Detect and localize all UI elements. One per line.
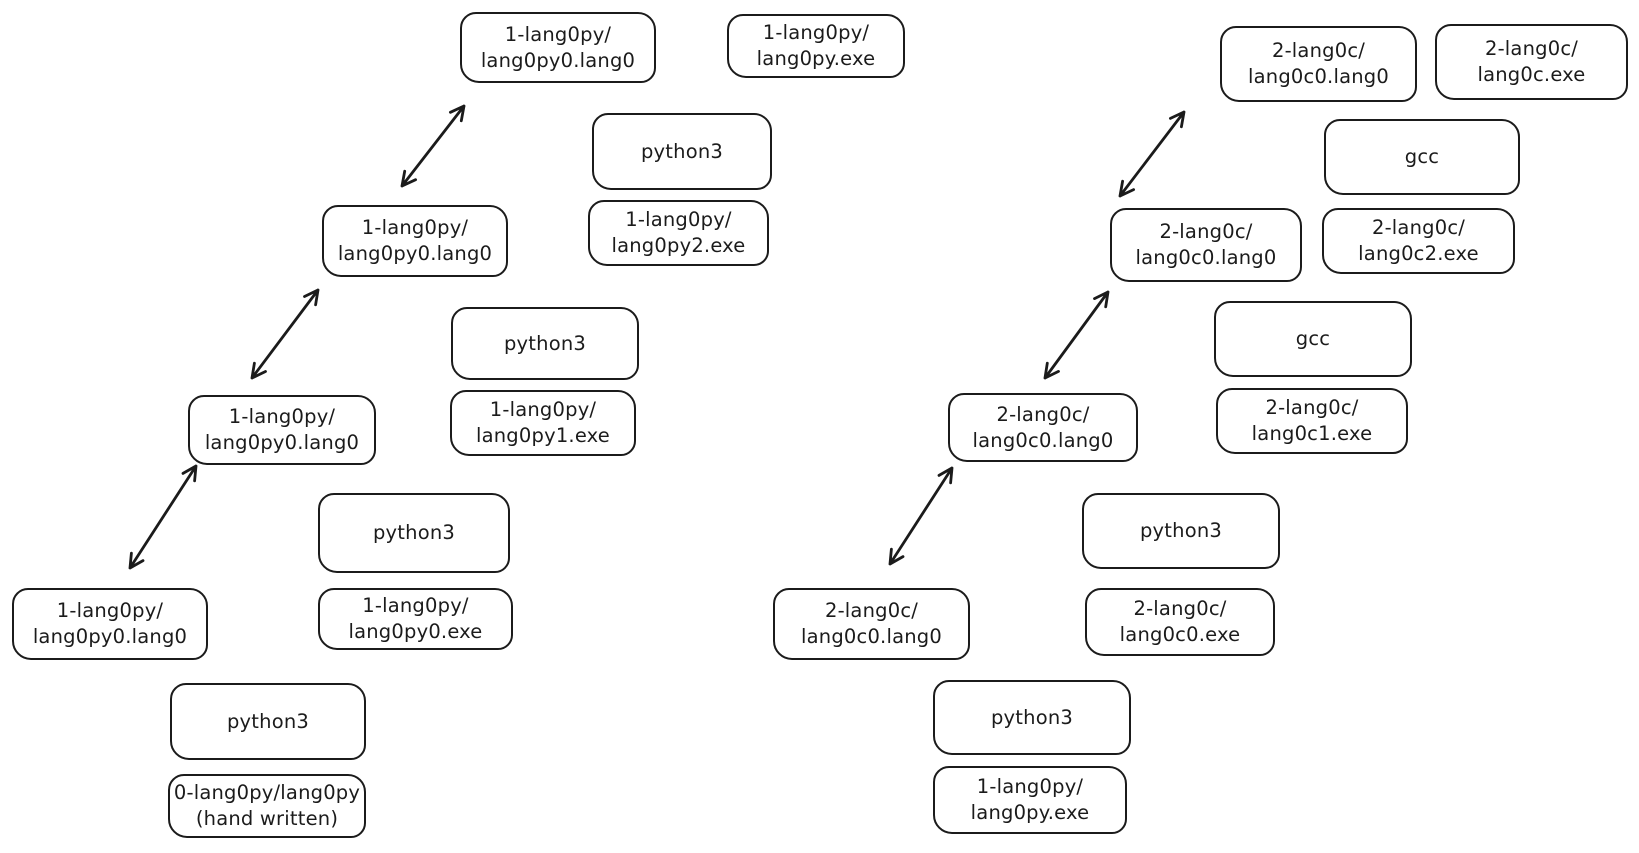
node-right-final-exe[interactable]: 2-lang0c/lang0c.exe <box>1435 24 1628 100</box>
right-double-arrow-1[interactable] <box>1118 110 1186 198</box>
node-label-line: 1-lang0py/ <box>762 21 870 44</box>
node-label-line: lang0c0.lang0 <box>1248 65 1389 88</box>
node-left-final-exe[interactable]: 1-lang0py/lang0py.exe <box>727 14 905 78</box>
node-label-line: lang0py1.exe <box>475 424 611 447</box>
node-left-gen0-source[interactable]: 1-lang0py/lang0py0.lang0 <box>12 588 208 660</box>
node-label-line: 2-lang0c/ <box>1133 597 1227 620</box>
node-left-gen3-source[interactable]: 1-lang0py/lang0py0.lang0 <box>460 12 656 83</box>
node-label-line: 2-lang0c/ <box>1484 37 1579 60</box>
node-left-python3-bottom[interactable]: python3 <box>170 683 366 760</box>
node-left-exe0[interactable]: 1-lang0py/lang0py0.exe <box>318 588 513 650</box>
node-label-line: lang0c.exe <box>1477 63 1586 86</box>
node-left-exe1[interactable]: 1-lang0py/lang0py1.exe <box>450 390 636 456</box>
node-label-line: 1-lang0py/ <box>976 775 1084 798</box>
right-double-arrow-3[interactable] <box>888 466 954 566</box>
node-label-line: 2-lang0c/ <box>824 599 919 622</box>
node-right-python3-mid[interactable]: python3 <box>1082 493 1280 569</box>
node-label-line: lang0c0.lang0 <box>1135 246 1277 269</box>
node-label-line: 1-lang0py/ <box>489 398 597 421</box>
node-label-line: 1-lang0py/ <box>362 594 469 617</box>
node-label-line: lang0py0.exe <box>348 620 483 643</box>
node-right-exe0[interactable]: 2-lang0c/lang0c0.exe <box>1085 588 1275 656</box>
node-label-line: python3 <box>640 139 724 163</box>
right-double-arrow-2[interactable] <box>1043 290 1110 380</box>
node-right-exe1[interactable]: 2-lang0c/lang0c1.exe <box>1216 388 1408 454</box>
node-left-handwritten[interactable]: 0-lang0py/lang0py (hand written) <box>168 774 366 838</box>
node-label-line: 2-lang0c/ <box>996 402 1090 426</box>
node-label-line: lang0c2.exe <box>1358 242 1479 265</box>
node-right-bootstrap-exe[interactable]: 1-lang0py/lang0py.exe <box>933 766 1127 834</box>
node-right-gen1-source[interactable]: 2-lang0c/lang0c0.lang0 <box>948 393 1138 462</box>
node-left-python3-top[interactable]: python3 <box>592 113 772 190</box>
node-label-line: lang0c0.exe <box>1119 623 1241 646</box>
node-label-line: lang0c0.lang0 <box>801 625 942 648</box>
node-right-gen2-source[interactable]: 2-lang0c/lang0c0.lang0 <box>1110 208 1302 282</box>
node-label-line: python3 <box>503 331 587 355</box>
node-right-gen0-source[interactable]: 2-lang0c/lang0c0.lang0 <box>773 588 970 660</box>
node-label-line: python3 <box>1139 519 1223 542</box>
node-label-line: 0-lang0py/lang0py <box>173 781 361 804</box>
node-right-gen3-source[interactable]: 2-lang0c/lang0c0.lang0 <box>1220 26 1417 102</box>
node-label-line: lang0py0.lang0 <box>204 431 360 454</box>
node-label-line: python3 <box>990 705 1074 729</box>
node-label-line: lang0py2.exe <box>611 234 746 257</box>
node-label-line: 1-lang0py/ <box>228 405 336 428</box>
node-label-line: (hand written) <box>195 807 339 830</box>
left-double-arrow-1[interactable] <box>400 104 466 188</box>
node-label-line: gcc <box>1404 145 1440 168</box>
node-label-line: 2-lang0c/ <box>1371 216 1466 239</box>
node-label-line: lang0c0.lang0 <box>972 428 1114 452</box>
left-double-arrow-3[interactable] <box>128 464 198 570</box>
node-right-gcc-top[interactable]: gcc <box>1324 119 1520 195</box>
node-left-python3-mid[interactable]: python3 <box>451 307 639 380</box>
node-label-line: lang0py0.lang0 <box>480 48 636 72</box>
node-label-line: 1-lang0py/ <box>361 216 469 239</box>
node-left-exe2[interactable]: 1-lang0py/lang0py2.exe <box>588 200 769 266</box>
node-right-gcc-mid[interactable]: gcc <box>1214 301 1412 377</box>
node-label-line: lang0py.exe <box>970 801 1090 824</box>
node-left-gen1-source[interactable]: 1-lang0py/lang0py0.lang0 <box>188 395 376 465</box>
node-label-line: 2-lang0c/ <box>1159 220 1253 243</box>
node-label-line: 1-lang0py/ <box>56 599 164 622</box>
node-label-line: lang0py0.lang0 <box>337 242 493 265</box>
node-label-line: lang0py.exe <box>756 47 876 70</box>
node-right-python3-bottom[interactable]: python3 <box>933 680 1131 755</box>
node-label-line: python3 <box>372 521 456 544</box>
left-double-arrow-2[interactable] <box>250 288 320 380</box>
node-label-line: 2-lang0c/ <box>1271 39 1366 62</box>
node-label-line: 2-lang0c/ <box>1265 396 1359 419</box>
node-label-line: lang0c1.exe <box>1251 422 1373 445</box>
node-label-line: gcc <box>1295 327 1331 350</box>
node-left-python3-low[interactable]: python3 <box>318 493 510 573</box>
node-label-line: 1-lang0py/ <box>625 208 732 231</box>
node-label-line: 1-lang0py/ <box>504 22 612 46</box>
node-left-gen2-source[interactable]: 1-lang0py/lang0py0.lang0 <box>322 205 508 277</box>
node-label-line: lang0py0.lang0 <box>32 625 188 648</box>
node-right-exe2[interactable]: 2-lang0c/lang0c2.exe <box>1322 208 1515 274</box>
node-label-line: python3 <box>226 709 310 733</box>
